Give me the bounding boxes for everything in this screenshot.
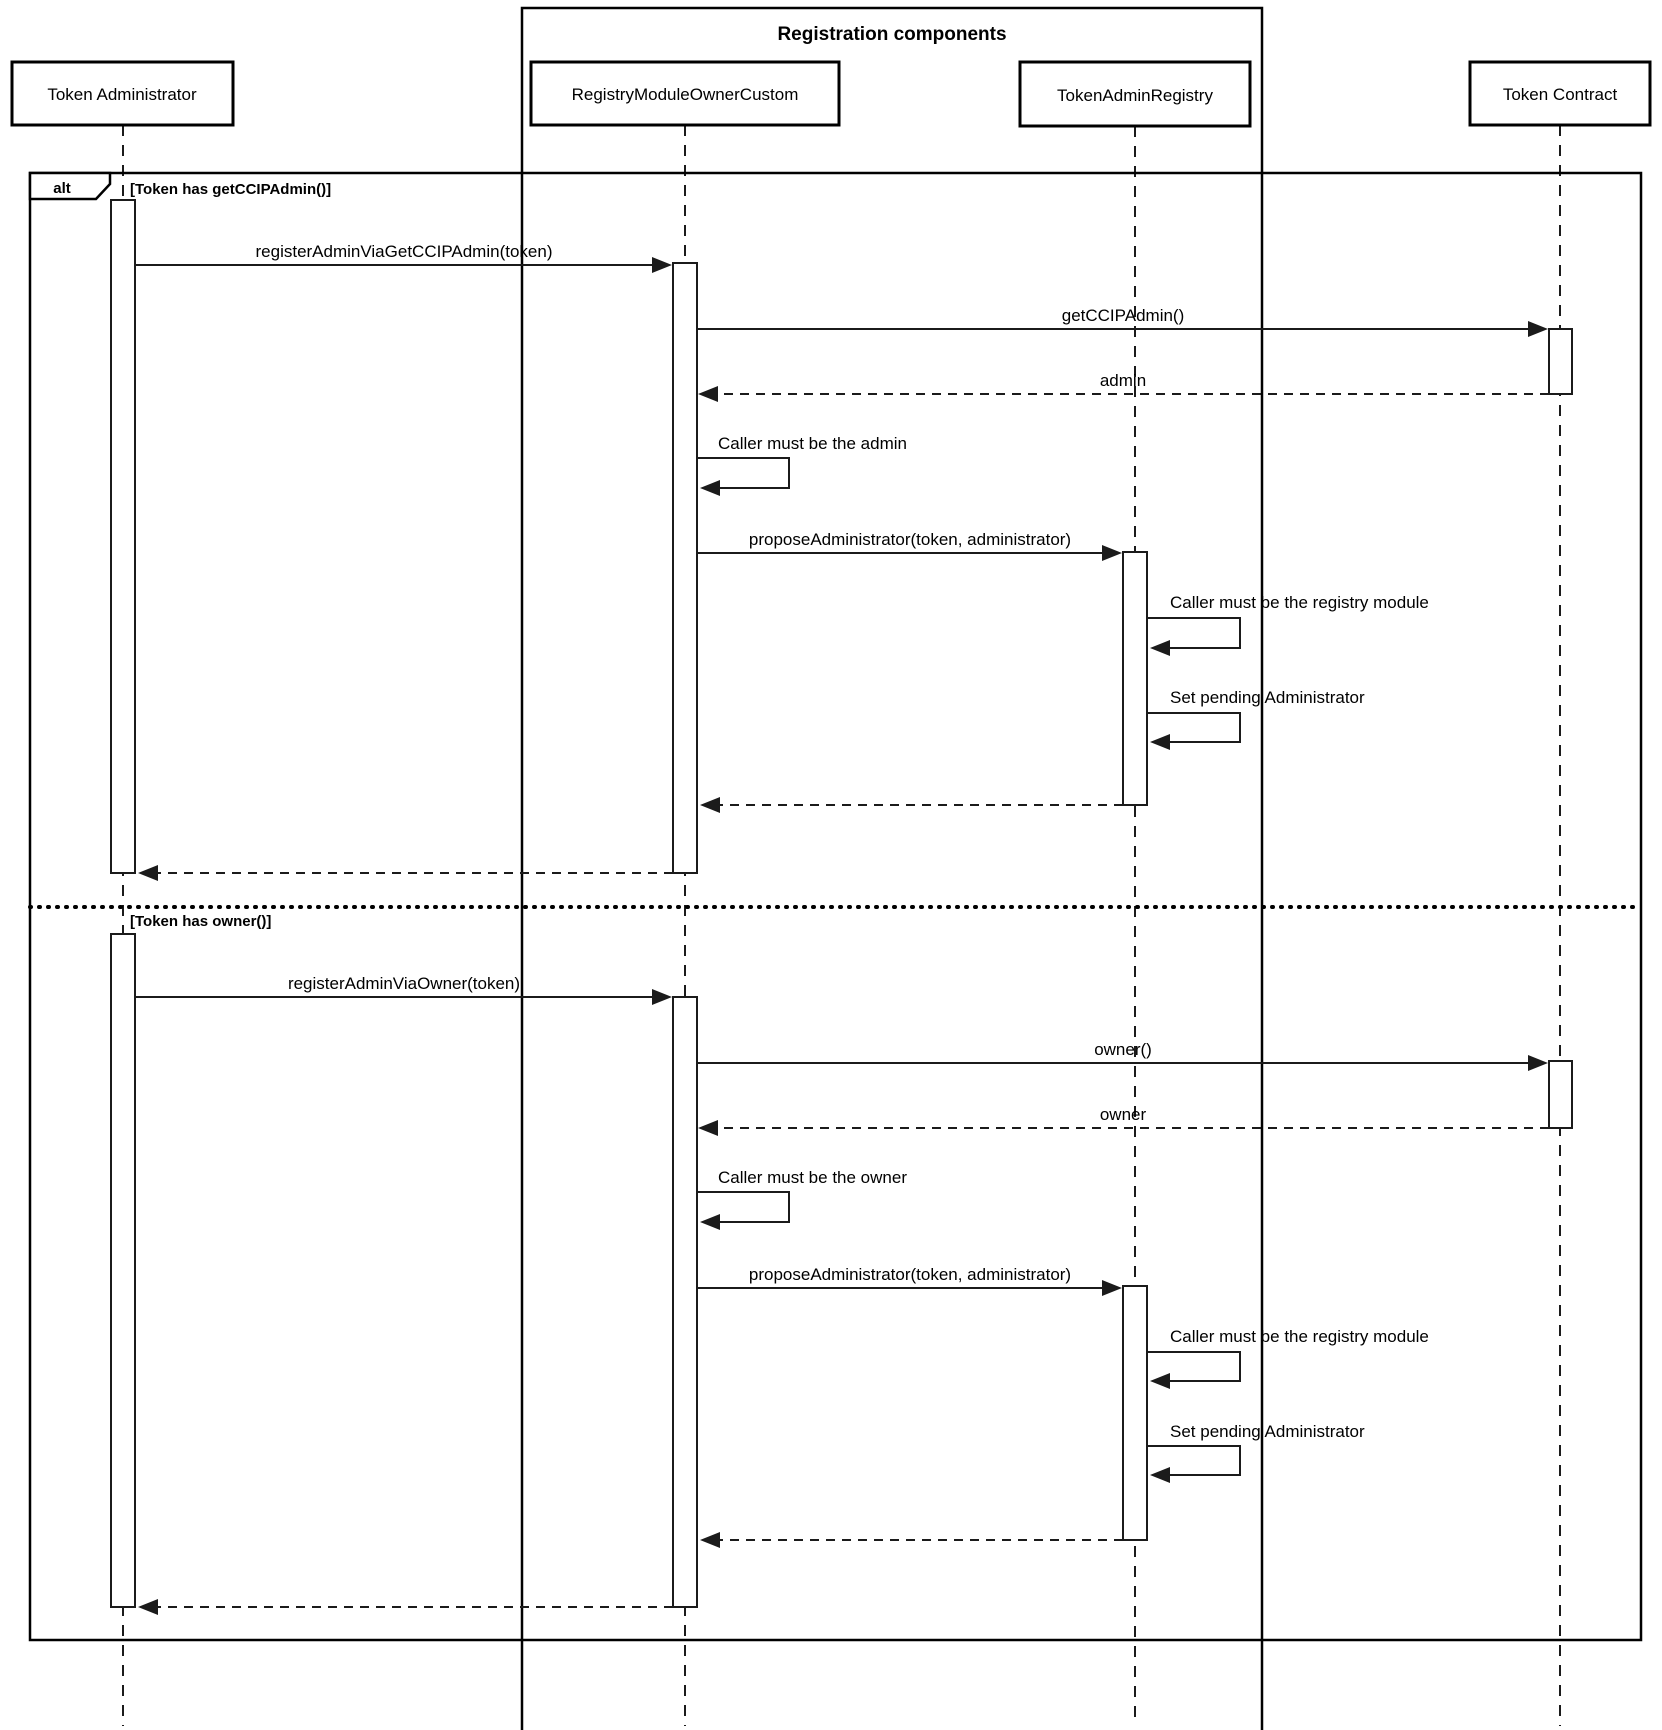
branch-get-ccip-admin: registerAdminViaGetCCIPAdmin(token) getC… — [135, 242, 1549, 881]
guard-get-ccip-admin: [Token has getCCIPAdmin()] — [130, 181, 331, 198]
guard-owner: [Token has owner()] — [130, 913, 271, 930]
message-label-propose-administrator-2: proposeAdministrator(token, administrato… — [749, 1265, 1071, 1284]
activation-token-contract-2 — [1548, 1060, 1573, 1129]
self-message-label-set-pending-administrator-2: Set pending Administrator — [1170, 1422, 1365, 1441]
message-label-owner-return: owner — [1100, 1105, 1147, 1124]
participant-registry-module-owner-custom: RegistryModuleOwnerCustom — [529, 60, 841, 127]
self-message-label-set-pending-administrator: Set pending Administrator — [1170, 688, 1365, 707]
alt-operator-pentagon — [28, 171, 112, 201]
branch-owner: registerAdminViaOwner(token) owner() own… — [135, 974, 1549, 1615]
self-message-label-caller-must-be-registry-module-2: Caller must be the registry module — [1170, 1327, 1429, 1346]
self-message-arrow-caller-must-be-registry-module-2 — [1147, 1351, 1241, 1389]
group-title: Registration components — [777, 24, 1006, 45]
participant-box — [1468, 60, 1652, 127]
self-message-arrow-caller-must-be-admin — [697, 457, 790, 496]
message-label-propose-administrator: proposeAdministrator(token, administrato… — [749, 530, 1071, 549]
message-label-owner-call: owner() — [1094, 1040, 1152, 1059]
message-label-get-ccip-admin-call: getCCIPAdmin() — [1062, 306, 1185, 325]
activation-registry-module-2 — [672, 996, 698, 1608]
self-message-label-caller-must-be-registry-module: Caller must be the registry module — [1170, 593, 1429, 612]
participant-box — [1018, 60, 1252, 128]
self-message-arrow-set-pending-administrator — [1147, 712, 1241, 750]
message-label-register-admin-via-get-ccip-admin: registerAdminViaGetCCIPAdmin(token) — [256, 242, 553, 261]
activation-token-admin-registry-1 — [1122, 551, 1148, 806]
message-label-register-admin-via-owner: registerAdminViaOwner(token) — [288, 974, 520, 993]
activation-token-admin-registry-2 — [1122, 1285, 1148, 1541]
registration-components-group — [520, 6, 1264, 1730]
self-message-arrow-caller-must-be-owner — [697, 1191, 790, 1230]
participant-box — [529, 60, 841, 127]
participant-label: Token Administrator — [47, 85, 197, 104]
activation-token-administrator-1 — [110, 199, 136, 874]
participant-label: RegistryModuleOwnerCustom — [572, 85, 799, 104]
participant-label: TokenAdminRegistry — [1057, 86, 1213, 105]
participant-token-administrator: Token Administrator — [10, 60, 235, 127]
alt-operator-label: alt — [53, 180, 71, 197]
participant-token-contract: Token Contract — [1468, 60, 1652, 127]
participant-box — [10, 60, 235, 127]
activation-registry-module-1 — [672, 262, 698, 874]
activation-token-contract-1 — [1548, 328, 1573, 395]
message-label-admin-return: admin — [1100, 371, 1146, 390]
self-message-arrow-set-pending-administrator-2 — [1147, 1445, 1241, 1483]
activation-token-administrator-2 — [110, 933, 136, 1608]
self-message-label-caller-must-be-admin: Caller must be the admin — [718, 434, 907, 453]
self-message-arrow-caller-must-be-registry-module — [1147, 617, 1241, 656]
self-message-label-caller-must-be-owner: Caller must be the owner — [718, 1168, 907, 1187]
participant-token-admin-registry: TokenAdminRegistry — [1018, 60, 1252, 128]
participant-label: Token Contract — [1503, 85, 1618, 104]
